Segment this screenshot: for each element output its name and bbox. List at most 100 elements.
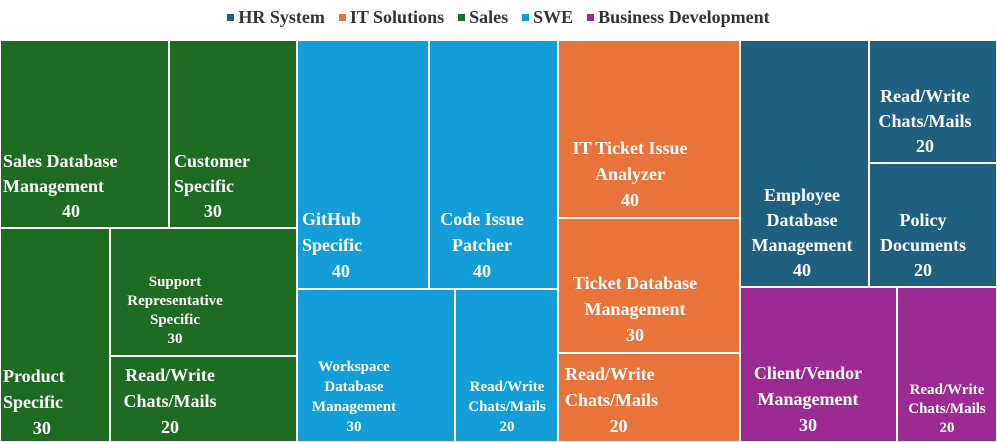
tile-value: 30 [626,325,644,345]
legend-label: Sales [469,6,509,27]
tile-label-line: Product [3,366,65,386]
tile-label-line: Chats/Mails [565,390,658,410]
tile-label-line: Read/Write [125,365,215,385]
tile-label-line: Patcher [452,235,512,255]
tile-label-line: Code Issue [440,209,524,229]
tile-value: 30 [204,201,222,221]
tile-label-line: Client/Vendor [754,363,862,383]
tile-label-line: GitHub [302,209,361,229]
tile-label-line: Representative [127,293,223,309]
tile-value: 30 [168,331,183,347]
tile-value: 20 [500,419,515,435]
legend-label: IT Solutions [349,6,445,27]
tile-label-line: Read/Write [565,364,655,384]
legend-item: SWE [522,7,573,28]
treemap-tile-rect [557,39,741,219]
tile-label-line: Specific [174,176,234,196]
tile-label-line: Ticket Database [573,273,697,293]
legend-item: Sales [458,7,508,28]
legend-label: Business Development [598,6,770,27]
legend-item: IT Solutions [338,6,445,28]
tile-value: 20 [916,136,934,156]
tile-label-line: Read/Write [910,382,985,398]
tile-value: 20 [914,260,932,280]
tile-label-line: Specific [302,235,362,255]
tile-label-line: Management [3,176,104,196]
treemap-tile-rect [0,39,170,229]
tile-label-line: Chats/Mails [908,401,986,417]
tile-value: 30 [33,418,51,438]
tile-label-line: IT Ticket Issue [572,138,687,158]
treemap-tile-rect [868,162,997,288]
tile-label-line: Support [149,274,202,290]
legend-swatch [458,13,466,21]
tile-label-line: Management [752,235,853,255]
tile-value: 30 [347,419,362,435]
tile-value: 20 [940,420,955,436]
tile-label-line: Chats/Mails [878,111,971,131]
tile-value: 40 [332,261,350,281]
legend-item: Business Development [587,7,770,28]
tile-label-line: Specific [150,312,200,328]
treemap-tile-rect [296,288,456,442]
tile-label-line: Specific [3,392,63,412]
tile-label-line: Read/Write [470,379,545,395]
tile-value: 40 [62,201,80,221]
tile-value: 40 [621,190,639,210]
treemap-tile-rect [296,39,430,290]
tile-value: 30 [799,415,817,435]
tile-value: 20 [161,417,179,437]
tile-label-line: Database [324,379,384,395]
legend-swatch [227,13,235,21]
legend-label: HR System [238,6,325,27]
tile-label-line: Policy [900,210,947,230]
treemap-tile-rect [454,288,559,442]
tile-label-line: Database [767,210,838,230]
legend-swatch [338,13,346,21]
tile-label-line: Read/Write [880,86,970,106]
tile-label-line: Chats/Mails [123,391,216,411]
legend-item: HR System [227,7,325,28]
tile-label-line: Management [312,399,396,415]
tile-label-line: Employee [764,185,840,205]
tile-label-line: Workspace [318,359,390,375]
tile-label-line: Chats/Mails [468,399,546,415]
legend-swatch [522,13,530,21]
treemap-tile-rect [868,39,997,164]
tile-value: 40 [793,260,811,280]
legend-swatch [587,13,595,21]
treemap-tile-rect [0,227,111,442]
tile-label-line: Analyzer [595,164,665,184]
tile-label-line: Documents [880,235,966,255]
